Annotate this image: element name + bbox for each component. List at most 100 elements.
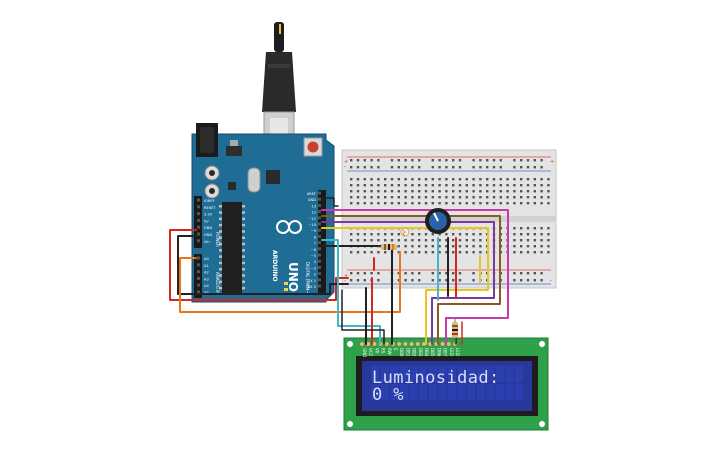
- power-pin[interactable]: [197, 212, 200, 216]
- breadboard-hole[interactable]: [411, 245, 414, 248]
- breadboard-hole[interactable]: [363, 272, 366, 275]
- breadboard-hole[interactable]: [472, 245, 475, 248]
- breadboard-hole[interactable]: [547, 251, 550, 254]
- breadboard-hole[interactable]: [411, 190, 414, 193]
- breadboard-hole[interactable]: [370, 184, 373, 187]
- analog-pin[interactable]: [197, 256, 200, 260]
- breadboard-hole[interactable]: [533, 239, 536, 242]
- breadboard-hole[interactable]: [431, 196, 434, 199]
- breadboard-hole[interactable]: [472, 196, 475, 199]
- breadboard-hole[interactable]: [452, 272, 455, 275]
- breadboard-hole[interactable]: [404, 202, 407, 205]
- digital-pin[interactable]: [318, 228, 321, 232]
- breadboard-hole[interactable]: [356, 233, 360, 236]
- breadboard-hole[interactable]: [370, 233, 373, 236]
- breadboard-hole[interactable]: [547, 178, 550, 181]
- breadboard-hole[interactable]: [411, 202, 414, 205]
- breadboard-hole[interactable]: [418, 251, 421, 254]
- breadboard-hole[interactable]: [445, 245, 448, 248]
- breadboard-hole[interactable]: [431, 251, 434, 254]
- breadboard-hole[interactable]: [526, 159, 530, 162]
- breadboard-hole[interactable]: [390, 178, 394, 181]
- breadboard-hole[interactable]: [499, 178, 502, 181]
- breadboard-hole[interactable]: [438, 190, 441, 193]
- breadboard-hole[interactable]: [377, 184, 380, 187]
- breadboard-hole[interactable]: [513, 196, 516, 199]
- breadboard-hole[interactable]: [533, 279, 536, 282]
- breadboard-hole[interactable]: [513, 202, 516, 205]
- analog-pin[interactable]: [197, 270, 200, 274]
- breadboard-hole[interactable]: [520, 178, 523, 181]
- breadboard-hole[interactable]: [356, 178, 360, 181]
- lcd-pin[interactable]: [396, 341, 402, 347]
- breadboard-hole[interactable]: [472, 166, 475, 169]
- breadboard-hole[interactable]: [350, 196, 353, 199]
- breadboard-hole[interactable]: [424, 178, 428, 181]
- breadboard-hole[interactable]: [465, 190, 468, 193]
- breadboard-hole[interactable]: [452, 279, 455, 282]
- breadboard-hole[interactable]: [547, 245, 550, 248]
- digital-pin[interactable]: [318, 259, 321, 263]
- breadboard-hole[interactable]: [411, 159, 414, 162]
- breadboard-hole[interactable]: [526, 227, 530, 230]
- breadboard-hole[interactable]: [520, 159, 523, 162]
- breadboard-hole[interactable]: [384, 178, 387, 181]
- breadboard-hole[interactable]: [424, 251, 428, 254]
- breadboard-hole[interactable]: [479, 159, 482, 162]
- breadboard-hole[interactable]: [431, 239, 434, 242]
- breadboard-hole[interactable]: [540, 239, 543, 242]
- breadboard-hole[interactable]: [540, 190, 543, 193]
- breadboard-hole[interactable]: [540, 166, 543, 169]
- breadboard-hole[interactable]: [350, 184, 353, 187]
- breadboard-hole[interactable]: [356, 190, 360, 193]
- breadboard-hole[interactable]: [458, 178, 462, 181]
- breadboard-hole[interactable]: [363, 239, 366, 242]
- lcd-pin[interactable]: [440, 341, 446, 347]
- breadboard-hole[interactable]: [520, 196, 523, 199]
- breadboard-hole[interactable]: [350, 279, 353, 282]
- breadboard-hole[interactable]: [377, 159, 380, 162]
- breadboard-hole[interactable]: [418, 233, 421, 236]
- breadboard-hole[interactable]: [540, 184, 543, 187]
- breadboard-hole[interactable]: [526, 245, 530, 248]
- breadboard-hole[interactable]: [486, 190, 489, 193]
- breadboard-hole[interactable]: [533, 245, 536, 248]
- breadboard-hole[interactable]: [397, 202, 400, 205]
- breadboard-hole[interactable]: [452, 245, 455, 248]
- breadboard-hole[interactable]: [486, 159, 489, 162]
- breadboard-hole[interactable]: [418, 202, 421, 205]
- breadboard-hole[interactable]: [384, 196, 387, 199]
- breadboard-hole[interactable]: [424, 233, 428, 236]
- breadboard-hole[interactable]: [445, 184, 448, 187]
- breadboard-hole[interactable]: [411, 233, 414, 236]
- breadboard-hole[interactable]: [533, 184, 536, 187]
- breadboard-hole[interactable]: [377, 190, 380, 193]
- breadboard-hole[interactable]: [350, 159, 353, 162]
- breadboard-hole[interactable]: [540, 196, 543, 199]
- breadboard-hole[interactable]: [458, 239, 462, 242]
- breadboard-hole[interactable]: [479, 184, 482, 187]
- breadboard-hole[interactable]: [492, 166, 496, 169]
- breadboard-hole[interactable]: [452, 239, 455, 242]
- breadboard-hole[interactable]: [390, 196, 394, 199]
- breadboard-hole[interactable]: [411, 239, 414, 242]
- breadboard-hole[interactable]: [431, 166, 434, 169]
- breadboard-hole[interactable]: [350, 202, 353, 205]
- breadboard-hole[interactable]: [418, 159, 421, 162]
- breadboard-hole[interactable]: [370, 251, 373, 254]
- breadboard-hole[interactable]: [377, 279, 380, 282]
- breadboard-hole[interactable]: [445, 272, 448, 275]
- breadboard-hole[interactable]: [458, 251, 462, 254]
- breadboard-hole[interactable]: [384, 239, 387, 242]
- breadboard-hole[interactable]: [506, 178, 509, 181]
- breadboard-hole[interactable]: [445, 239, 448, 242]
- breadboard-hole[interactable]: [384, 202, 387, 205]
- breadboard-hole[interactable]: [486, 202, 489, 205]
- breadboard-hole[interactable]: [418, 166, 421, 169]
- breadboard-hole[interactable]: [431, 245, 434, 248]
- breadboard-hole[interactable]: [418, 279, 421, 282]
- breadboard-hole[interactable]: [520, 190, 523, 193]
- breadboard-hole[interactable]: [424, 196, 428, 199]
- lcd-pin[interactable]: [446, 341, 452, 347]
